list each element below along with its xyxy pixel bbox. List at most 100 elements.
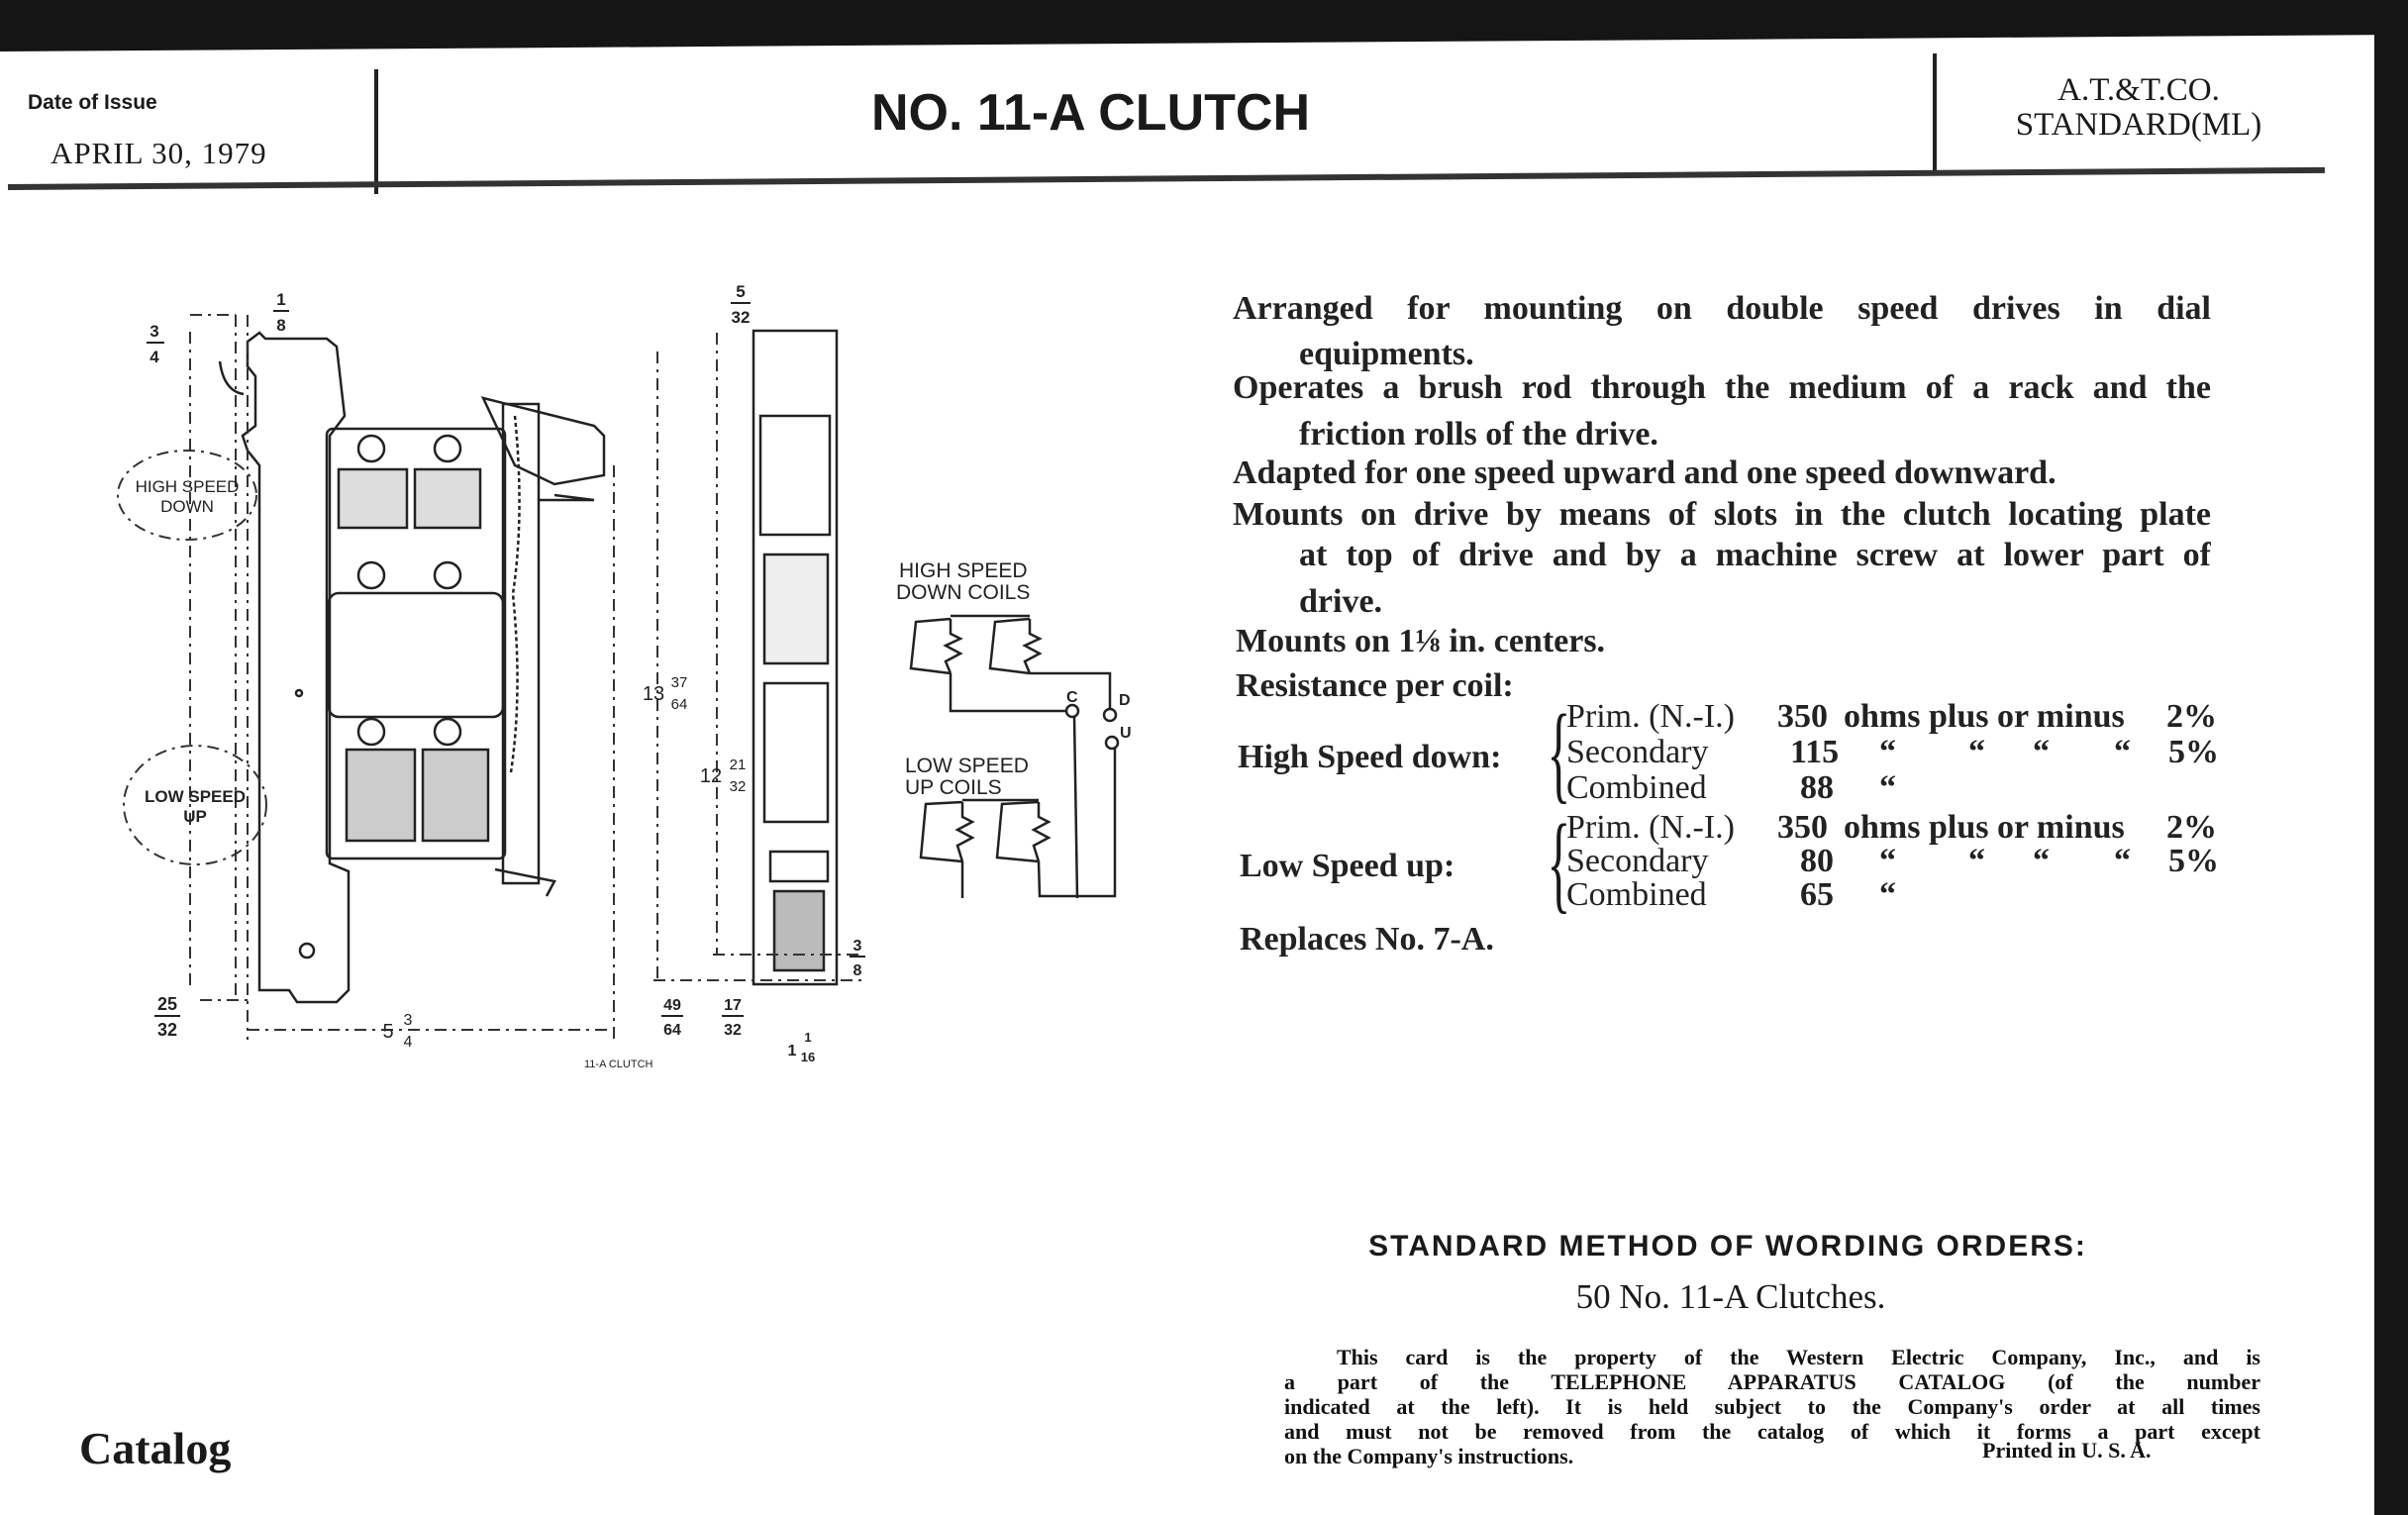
coil-name: Prim. (N.-I.): [1566, 698, 1735, 735]
high-speed-down-callout: [117, 450, 257, 541]
hex-nuts: [294, 434, 462, 960]
terminal-c: [1064, 703, 1080, 719]
unit-text: ohms plus or minus: [1844, 809, 2125, 846]
catalog-label: Catalog: [79, 1423, 232, 1473]
lower-coils: [345, 748, 490, 843]
unit-text: ohms plus or minus: [1844, 698, 2125, 735]
brace-icon: {: [1547, 802, 1571, 923]
dim-3-8: 38: [850, 938, 865, 979]
schematic-low-label: LOW SPEED: [905, 755, 1029, 777]
coil-name: Combined: [1566, 769, 1707, 806]
ditto-mark: “: [1879, 769, 1896, 806]
brace-icon: {: [1547, 692, 1571, 813]
printed-in-usa: Printed in U. S. A.: [1982, 1438, 2152, 1463]
ordering-heading: STANDARD METHOD OF WORDING ORDERS:: [1368, 1230, 2087, 1262]
drawing-caption: 11-A CLUTCH: [584, 1059, 653, 1070]
clutch-drawing: HIGH SPEED DOWN LOW SPEED UP 11-A CLUTCH…: [117, 282, 1132, 1070]
svg-text:32: 32: [157, 1020, 177, 1040]
svg-text:3: 3: [150, 322, 158, 341]
ditto-mark: “: [1968, 734, 1985, 770]
upper-coils: [337, 467, 482, 530]
svg-text:12: 12: [700, 765, 722, 787]
svg-text:32: 32: [732, 308, 751, 327]
wire-harness: [509, 415, 521, 773]
svg-text:5: 5: [736, 282, 745, 301]
coil-name: Combined: [1566, 876, 1707, 913]
terminal-connector: [480, 396, 606, 486]
svg-text:3: 3: [404, 1012, 413, 1029]
notice-line: indicated at the left). It is held subje…: [1284, 1394, 2260, 1419]
svg-text:4: 4: [404, 1034, 413, 1051]
svg-text:21: 21: [730, 757, 747, 773]
ditto-mark: “: [2114, 843, 2131, 879]
coil-frame: [325, 427, 507, 860]
vertical-bar: [501, 402, 541, 885]
ohms-value: 65: [1800, 876, 1834, 913]
dim-12-21-32: 12 21 32: [700, 757, 746, 795]
ohms-value: 80: [1800, 843, 1834, 879]
ohms-value: 115: [1790, 734, 1840, 770]
notice-line: on the Company's instructions.: [1284, 1444, 1574, 1468]
ditto-mark: “: [1879, 876, 1896, 913]
notice-line: This card is the property of the Western…: [1337, 1345, 2260, 1369]
ordering-example: 50 No. 11-A Clutches.: [1575, 1277, 1886, 1316]
ohms-value: 88: [1800, 769, 1834, 806]
ohms-value: 350: [1777, 698, 1828, 735]
svg-text:32: 32: [724, 1022, 742, 1039]
label-high-speed: HIGH SPEED: [136, 477, 240, 496]
svg-text:8: 8: [853, 962, 862, 979]
svg-text:4: 4: [150, 348, 159, 366]
core-block: [327, 591, 505, 719]
org-line2: STANDARD(ML): [2015, 107, 2262, 143]
svg-text:3: 3: [853, 938, 862, 955]
terminal-u: [1104, 735, 1120, 751]
group-low-speed: Low Speed up:: [1240, 848, 1455, 884]
tolerance: 2%: [2166, 809, 2217, 846]
dim-5-3-4: 53 4: [382, 1012, 412, 1051]
header-divider-left: [374, 69, 378, 194]
coil-name: Prim. (N.-I.): [1566, 809, 1735, 846]
ditto-mark: “: [2033, 843, 2050, 879]
tolerance: 5%: [2168, 734, 2219, 770]
low-speed-coil-1: [919, 800, 975, 863]
svg-text:17: 17: [724, 997, 742, 1014]
desc-line: equipments.: [1299, 336, 1474, 372]
tolerance: 2%: [2166, 698, 2217, 735]
replaces-note: Replaces No. 7-A.: [1240, 921, 1494, 958]
high-speed-coil-1: [909, 617, 963, 675]
svg-text:1: 1: [804, 1030, 811, 1045]
wiring-schematic: HIGH SPEED DOWN COILS LOW SPEED UP COILS…: [896, 559, 1132, 899]
dim-1-1-16: 11 16: [788, 1030, 816, 1064]
schematic-high-label: HIGH SPEED: [899, 559, 1028, 582]
svg-text:32: 32: [730, 778, 747, 795]
ditto-mark: “: [1879, 734, 1896, 770]
desc-line: Resistance per coil:: [1236, 667, 1514, 704]
low-speed-up-callout: [123, 745, 267, 865]
dim-1-8: 18: [273, 290, 289, 335]
label-low-speed: LOW SPEED: [145, 787, 246, 806]
terminal-d-label: D: [1119, 692, 1131, 709]
scan-border-right: [2374, 0, 2408, 1515]
svg-text:1: 1: [788, 1043, 797, 1060]
terminal-u-label: U: [1120, 725, 1132, 742]
coil-name: Secondary: [1566, 734, 1709, 770]
header-divider-right: [1933, 53, 1937, 174]
terminal-d: [1102, 707, 1118, 723]
svg-text:5: 5: [382, 1021, 393, 1043]
dim-5-32: 532: [731, 282, 751, 327]
ohms-value: 350: [1777, 809, 1828, 846]
ditto-mark: “: [1968, 843, 1985, 879]
org-line1: A.T.&T.CO.: [2057, 72, 2220, 108]
svg-text:1: 1: [276, 290, 285, 309]
svg-text:16: 16: [801, 1050, 815, 1064]
svg-text:25: 25: [157, 994, 177, 1014]
tolerance: 5%: [2168, 843, 2219, 879]
svg-text:8: 8: [276, 316, 285, 335]
date-of-issue-label: Date of Issue: [28, 91, 157, 114]
notice-line: a part of the TELEPHONE APPARATUS CATALO…: [1284, 1369, 2260, 1394]
desc-line: Adapted for one speed upward and one spe…: [1233, 454, 2057, 491]
